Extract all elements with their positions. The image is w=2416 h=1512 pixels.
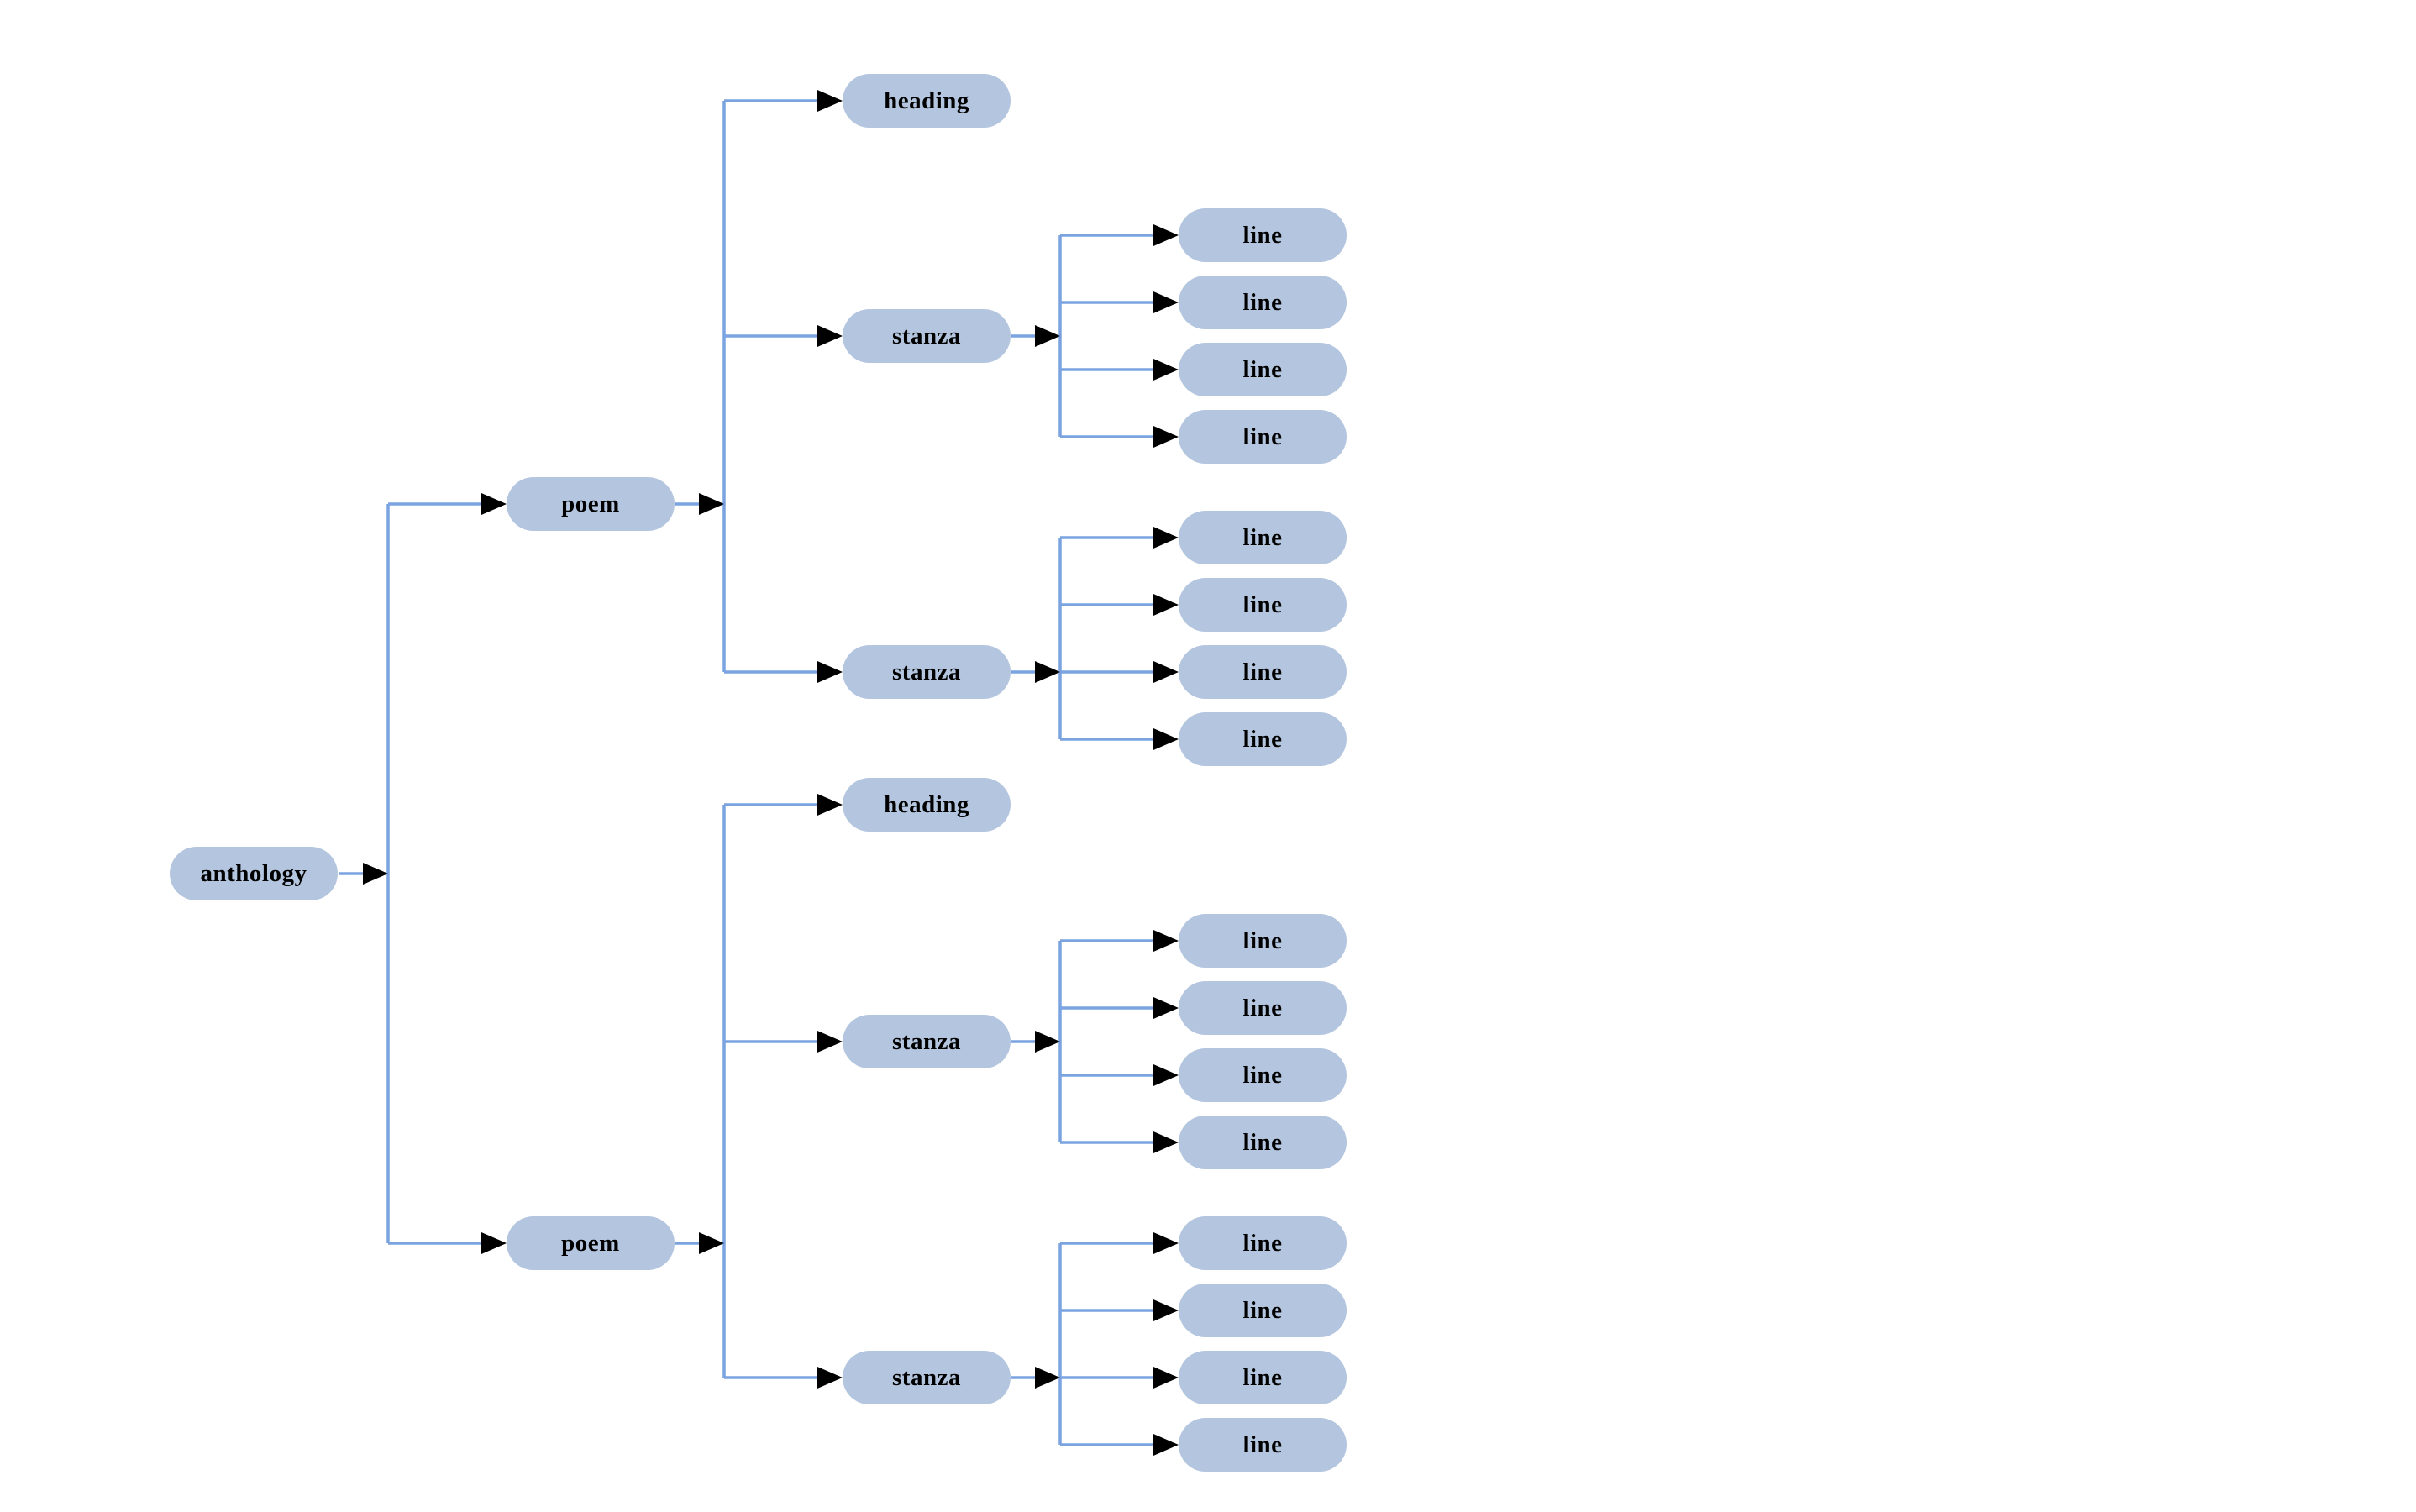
node-line-4-2: line: [1179, 1284, 1347, 1337]
node-heading-1: heading: [843, 74, 1011, 128]
edge-lines: [339, 99, 1155, 1446]
node-line-2-2: line: [1179, 578, 1347, 632]
node-line-4-1: line: [1179, 1216, 1347, 1270]
node-line-4-4: line: [1179, 1418, 1347, 1472]
arrowheads: [363, 90, 1179, 1456]
node-line-3-1: line: [1179, 914, 1347, 968]
node-line-1-3: line: [1179, 343, 1347, 396]
node-stanza-1: stanza: [843, 309, 1011, 363]
node-line-2-4: line: [1179, 712, 1347, 766]
node-line-4-3: line: [1179, 1351, 1347, 1404]
node-stanza-4: stanza: [843, 1351, 1011, 1404]
node-line-1-2: line: [1179, 276, 1347, 329]
node-poem-2: poem: [507, 1216, 675, 1270]
node-line-1-4: line: [1179, 410, 1347, 464]
node-line-2-1: line: [1179, 511, 1347, 564]
node-line-2-3: line: [1179, 645, 1347, 699]
node-stanza-2: stanza: [843, 645, 1011, 699]
node-line-3-4: line: [1179, 1116, 1347, 1169]
node-stanza-3: stanza: [843, 1015, 1011, 1068]
node-line-3-3: line: [1179, 1048, 1347, 1102]
node-poem-1: poem: [507, 477, 675, 531]
node-anthology: anthology: [170, 847, 338, 900]
node-heading-2: heading: [843, 778, 1011, 832]
node-line-1-1: line: [1179, 208, 1347, 262]
node-line-3-2: line: [1179, 981, 1347, 1035]
